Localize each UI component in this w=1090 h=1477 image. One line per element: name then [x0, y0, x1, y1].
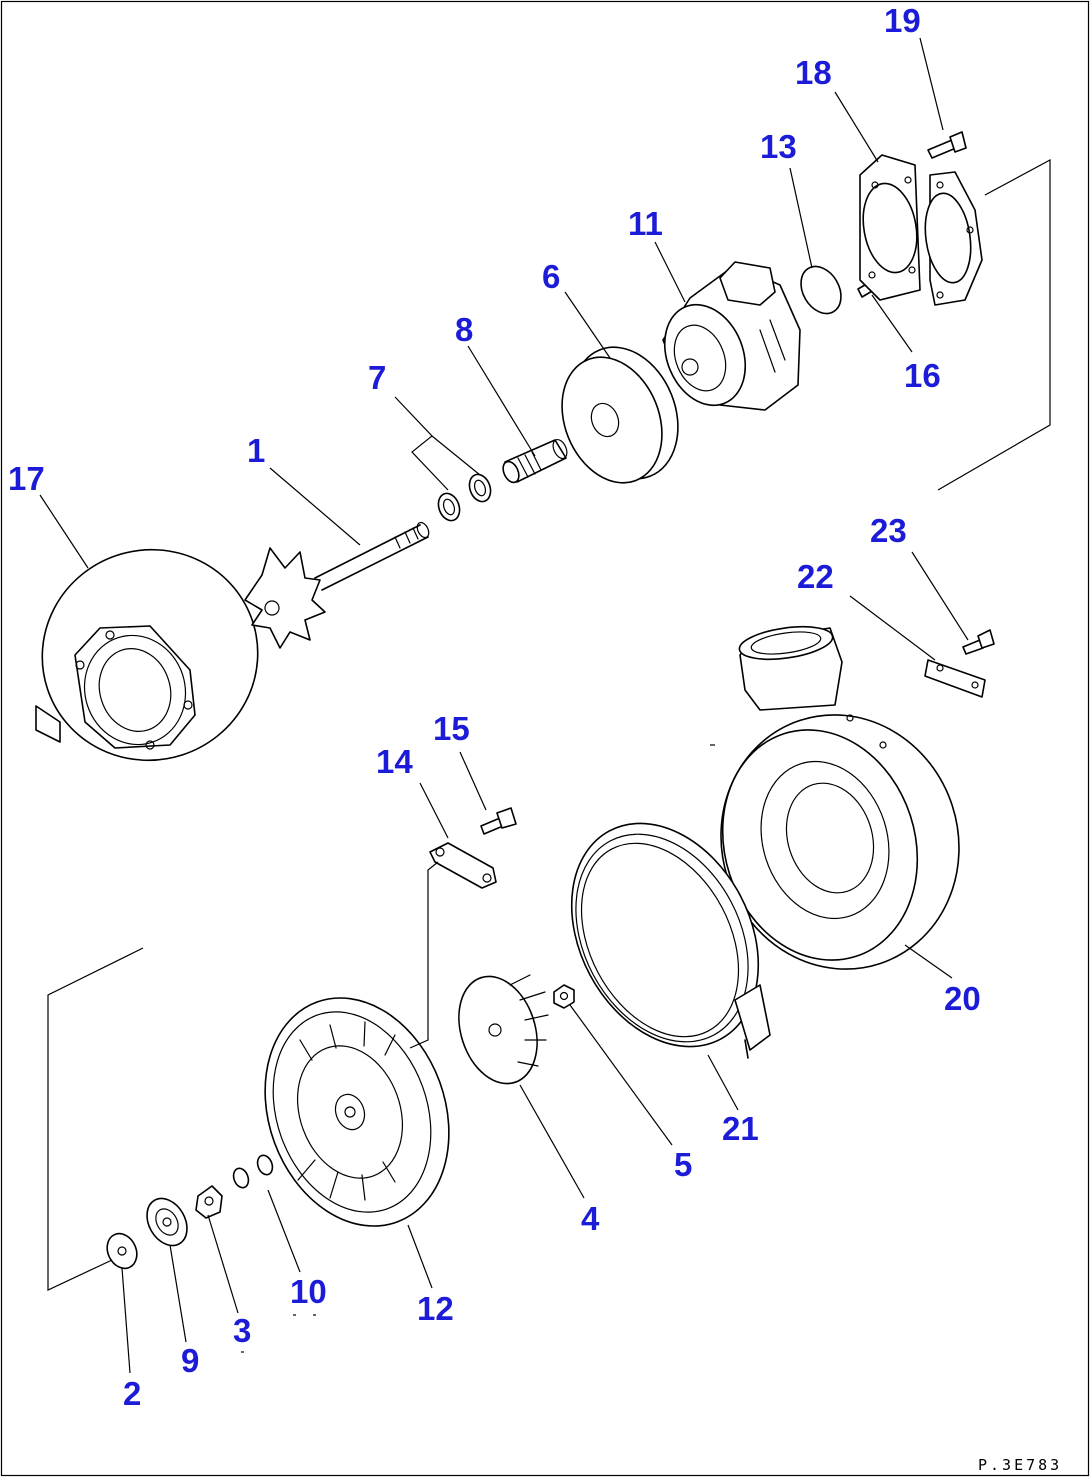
callout-22: 22	[797, 558, 834, 595]
leader-lines	[39, 37, 969, 1374]
assembly-bracket-right	[937, 158, 1051, 491]
callout-7: 7	[368, 359, 386, 396]
callout-5: 5	[674, 1146, 692, 1183]
part-1-turbine-wheel-shaft	[244, 521, 430, 649]
callout-10: 10	[290, 1273, 327, 1310]
callout-23: 23	[870, 512, 907, 549]
callout-9: 9	[181, 1342, 199, 1379]
part-5-nut	[553, 984, 575, 1009]
drawing-code: P.3E783	[978, 1456, 1062, 1474]
callout-4: 4	[581, 1200, 600, 1237]
callout-21: 21	[722, 1110, 759, 1147]
part-2-collar	[106, 1232, 138, 1270]
part-4-compressor-wheel	[458, 974, 549, 1085]
callout-14: 14	[376, 743, 413, 780]
part-15-bolt	[480, 807, 517, 835]
callout-12: 12	[417, 1290, 454, 1327]
part-8-sleeve	[502, 438, 568, 484]
callout-1: 1	[247, 432, 265, 469]
part-7-rings	[437, 473, 492, 522]
callout-8: 8	[455, 311, 473, 348]
callout-18: 18	[795, 54, 832, 91]
callout-2: 2	[123, 1375, 141, 1412]
part-11-center-housing	[662, 261, 801, 411]
callout-20: 20	[944, 980, 981, 1017]
part-14-lock-plate	[429, 842, 497, 889]
callout-19: 19	[884, 2, 921, 39]
callouts: 1 2 3 4 5 6 7 8 9 10 11 12 13 14 15 16 1…	[8, 2, 981, 1412]
part-21-v-band-clamp	[570, 822, 771, 1059]
part-13-o-ring	[800, 265, 842, 315]
part-19-bolt	[927, 131, 967, 159]
part-17-turbine-housing	[35, 548, 259, 762]
callout-17: 17	[8, 460, 45, 497]
part-23-bolt	[962, 629, 995, 655]
part-10-rings	[232, 1154, 274, 1189]
part-6-seal-plate	[561, 346, 679, 484]
part-12-back-plate	[264, 997, 450, 1227]
assembly-bracket-left	[47, 947, 144, 1291]
part-18-plate	[859, 154, 921, 301]
part-gasket-plate	[924, 171, 983, 306]
callout-3: 3	[233, 1312, 251, 1349]
callout-15: 15	[433, 710, 470, 747]
part-3-bush	[195, 1185, 223, 1219]
callout-6: 6	[542, 258, 560, 295]
part-22-bracket	[924, 659, 986, 698]
callout-13: 13	[760, 128, 797, 165]
callout-16: 16	[904, 357, 941, 394]
part-9-thrust-bearing	[146, 1197, 188, 1247]
callout-11: 11	[628, 205, 663, 242]
part-20-compressor-housing	[720, 625, 960, 970]
